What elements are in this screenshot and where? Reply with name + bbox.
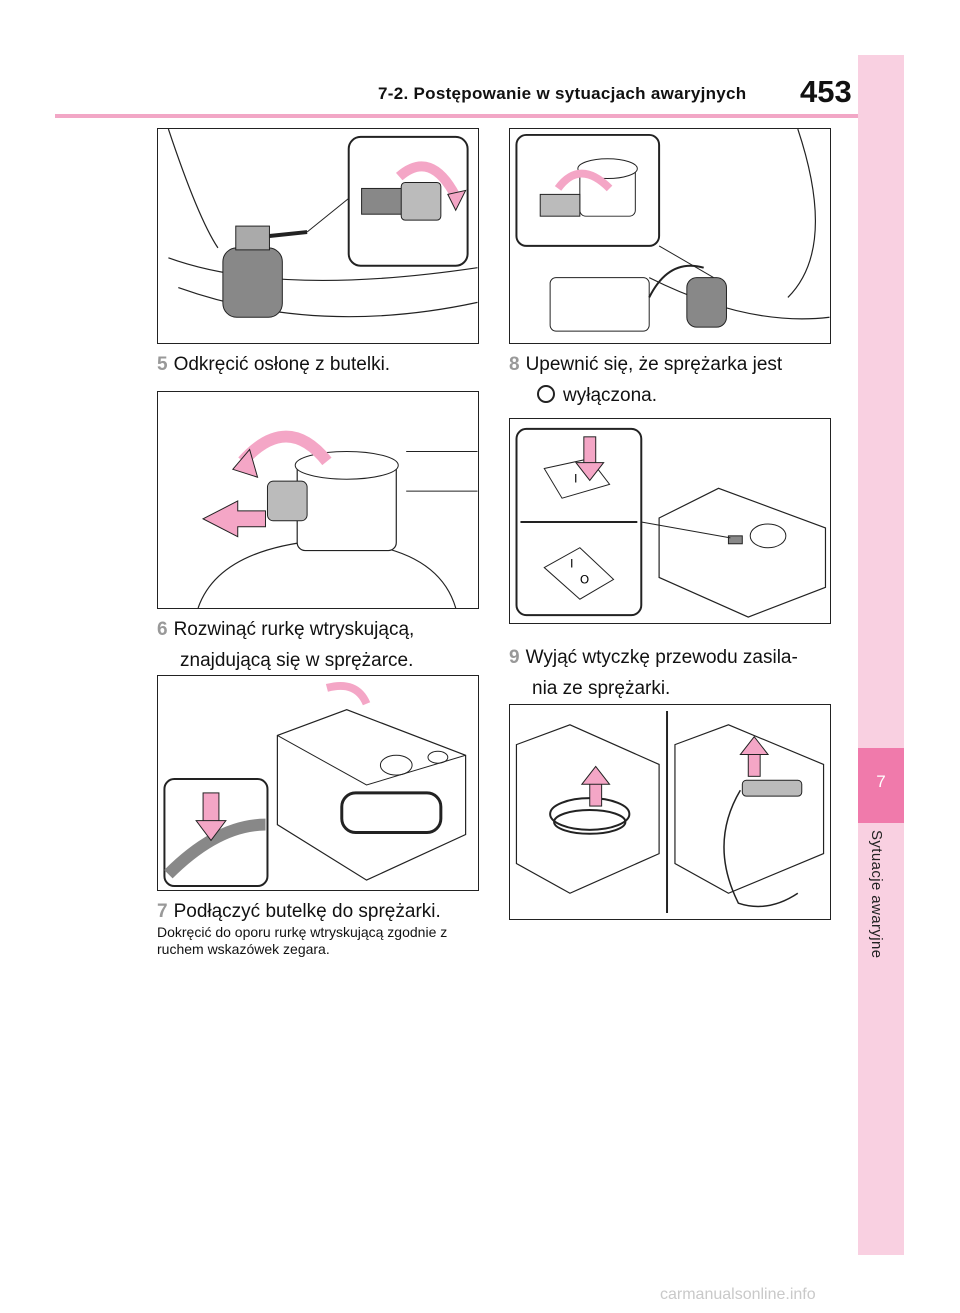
switch-on-mark: I — [574, 471, 578, 485]
figure-bottle-cap — [157, 128, 479, 344]
step-text: Wyjąć wtyczkę przewodu zasila- — [525, 647, 798, 668]
step-number: 9 — [509, 647, 520, 668]
figure-remove-plug — [509, 704, 831, 920]
header-title: 7-2. Postępowanie w sytuacjach awaryjnyc… — [378, 84, 747, 103]
compressor-hose-illustration — [163, 681, 467, 888]
step-text: Upewnić się, że sprężarka jest — [525, 354, 783, 375]
footer-watermark[interactable]: carmanualsonline.info — [660, 1286, 816, 1303]
page-number: 453 — [800, 74, 852, 109]
step-number: 5 — [157, 354, 168, 375]
step-number: 8 — [509, 354, 520, 375]
header-rule — [55, 114, 858, 118]
switch-off-mark: O — [580, 572, 589, 586]
figure-unwind-tube — [157, 391, 479, 609]
switch-on-mark-2: I — [570, 557, 574, 571]
figure-compressor-hose — [157, 675, 479, 891]
circle-icon — [537, 385, 555, 403]
figure-switch-off: I I O — [509, 418, 831, 624]
chapter-side-label: Sytuacje awaryjne — [868, 830, 885, 959]
figure-bottle-connected — [509, 128, 831, 344]
chapter-side-tab — [858, 55, 904, 1255]
unwind-tube-illustration — [197, 430, 478, 608]
remove-plug-illustration — [515, 710, 825, 914]
chapter-number: 7 — [876, 772, 886, 791]
step-text-cont: nia ze sprężarki. — [532, 678, 671, 699]
step-number: 7 — [157, 901, 168, 922]
step-text-cont: znajdującą się w sprężarce. — [180, 650, 414, 671]
step-number: 6 — [157, 619, 168, 640]
step-text-cont: wyłączona. — [563, 385, 657, 406]
step-text: Podłączyć butelkę do sprężarki. — [173, 901, 441, 922]
switch-off-illustration: I I O — [515, 427, 827, 618]
chapter-tab-active[interactable] — [858, 748, 904, 823]
bottle-connected-illustration — [515, 129, 830, 332]
step-text: Odkręcić osłonę z butelki. — [173, 354, 391, 375]
step-text: Rozwinąć rurkę wtryskującą, — [173, 619, 415, 640]
bottle-cap-illustration — [167, 129, 478, 318]
step-7-note: Dokręcić do oporu rurkę wtryskującą zgod… — [157, 924, 448, 957]
